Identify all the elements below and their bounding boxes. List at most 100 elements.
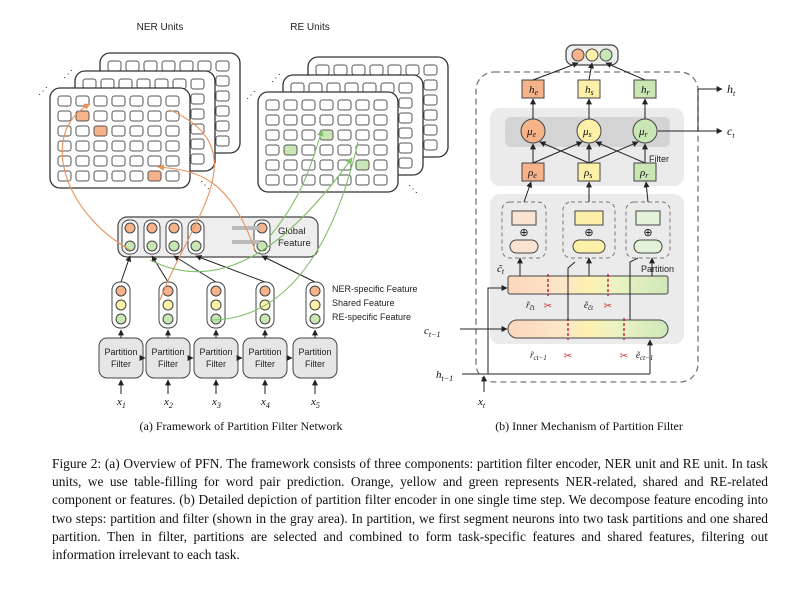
global-cell-green [168, 240, 180, 252]
ner-cell [147, 170, 162, 182]
mu-r-label: μr [638, 126, 649, 139]
oplus-e: ⊕ [519, 227, 528, 239]
global-feature-cells [121, 219, 271, 255]
part-r-bottom [633, 239, 663, 254]
ner-cell [190, 138, 205, 150]
ner-cell [190, 78, 205, 90]
re-cell [355, 129, 370, 141]
ht-label: ht [727, 82, 736, 98]
re-cell [301, 174, 316, 186]
h-prev-line [462, 285, 508, 375]
ner-cell [129, 125, 144, 137]
ner-cell [93, 110, 108, 122]
partition-filter-label: Partition [151, 347, 184, 357]
ner-cell [129, 110, 144, 122]
feature-cell-ner [259, 285, 271, 297]
part-s-top [574, 210, 604, 226]
re-cell [355, 174, 370, 186]
scissors-r-cprev: ✂ [564, 351, 572, 362]
ner-cell [75, 140, 90, 152]
global-feature-label-1: Global [278, 226, 305, 237]
ner-cell [57, 170, 72, 182]
mu-e-label: μe [526, 126, 537, 139]
re-cell [333, 64, 348, 76]
feature-cell-shared [309, 299, 321, 311]
e-cprev-label: ẽct−1 [636, 350, 653, 362]
arrow-subr-rhor [643, 181, 650, 203]
ner-specific-feature-label: NER-specific Feature [332, 284, 418, 294]
partition-label: Partition [641, 264, 674, 274]
feature-cell-ner [309, 285, 321, 297]
re-cell [423, 139, 438, 151]
global-cell-orange [168, 222, 180, 234]
arrow-rhor-mus [595, 141, 646, 164]
global-feature-label-2: Feature [278, 238, 311, 249]
re-cell [337, 174, 352, 186]
ner-cell [111, 170, 126, 182]
re-cell [301, 159, 316, 171]
ner-cell [143, 60, 158, 72]
re-cell [315, 64, 330, 76]
partition-filter-label: Partition [199, 347, 232, 357]
prev-to-sub-r [629, 257, 639, 320]
ner-cell [111, 110, 126, 122]
ner-cell [165, 170, 180, 182]
partition-filter-label: Partition [298, 347, 331, 357]
re-cell [373, 114, 388, 126]
partition-filter-box [292, 337, 338, 379]
re-cell [423, 124, 438, 136]
rho-e-label: ρe [527, 167, 537, 180]
part-e-bottom [509, 239, 539, 254]
figure-diagram: NER Units RE Units ⋰⋰⋱ ⋰⋰⋱ Global Featur… [38, 22, 736, 433]
green-curve-1 [149, 157, 353, 273]
part-r-top [635, 210, 661, 226]
feature-cell-re [259, 313, 271, 325]
column-to-global-arrow [173, 255, 217, 283]
arrow-hs-out [588, 62, 595, 81]
re-cell [265, 159, 280, 171]
re-cell [405, 64, 420, 76]
partition-filter-boxes: PartitionFilterx1PartitionFilterx2Partit… [98, 329, 338, 410]
left-panel: NER Units RE Units ⋰⋰⋱ ⋰⋰⋱ Global Featur… [38, 22, 449, 433]
h-r-label: hr [641, 84, 651, 97]
ner-cell [197, 60, 212, 72]
re-cell [398, 142, 413, 154]
global-cell-green [190, 240, 202, 252]
feature-cell-ner [210, 285, 222, 297]
ner-cell [165, 140, 180, 152]
feature-cell-shared [115, 299, 127, 311]
ner-cell [57, 95, 72, 107]
re-cell [283, 159, 298, 171]
figure-caption: Figure 2: (a) Overview of PFN. The frame… [52, 456, 768, 563]
ner-cell [165, 155, 180, 167]
re-cell [355, 99, 370, 111]
ner-cell [215, 105, 230, 117]
re-cell [265, 129, 280, 141]
re-cell [423, 64, 438, 76]
feature-cell-re [309, 313, 321, 325]
re-cell [398, 127, 413, 139]
partition-filter-label: Filter [255, 359, 275, 369]
re-cell [373, 159, 388, 171]
scissors-r-ct: ✂ [544, 301, 552, 312]
rho-s-label: ρs [583, 167, 592, 180]
ner-cell [165, 125, 180, 137]
re-cell [301, 144, 316, 156]
orange-curve-1 [61, 103, 131, 251]
re-cell [337, 114, 352, 126]
re-cell [398, 112, 413, 124]
part-s-bottom [572, 239, 606, 254]
re-cell [398, 157, 413, 169]
ner-cell [215, 75, 230, 87]
e-ct-label: ẽc̃t [584, 300, 594, 312]
output-cell-yellow [585, 48, 599, 62]
global-cell-green [146, 240, 158, 252]
global-cell-orange [124, 222, 136, 234]
input-label: x4 [260, 396, 270, 410]
output-cell-green [599, 48, 613, 62]
re-cell [265, 99, 280, 111]
re-specific-feature-label: RE-specific Feature [332, 312, 411, 322]
re-ellipsis: ⋰ [246, 90, 256, 101]
shared-feature-label: Shared Feature [332, 298, 395, 308]
ner-cell [129, 170, 144, 182]
